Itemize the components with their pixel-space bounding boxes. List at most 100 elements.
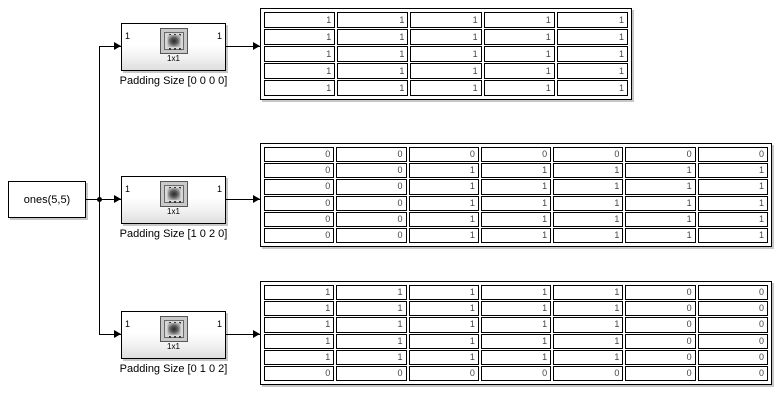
display-cell: 0: [336, 147, 407, 163]
pad-block-3-icon-holder: 1x1: [122, 316, 225, 351]
display-cell: 1: [483, 12, 555, 28]
display-cell: 0: [264, 147, 335, 163]
display-cell: 1: [483, 80, 555, 96]
pad-block-3-input-port-label: 1: [125, 319, 131, 329]
display-cell: 1: [553, 317, 624, 333]
display-cell: 1: [336, 285, 407, 301]
display-cell: 1: [480, 301, 552, 317]
display-cell: 0: [408, 147, 479, 163]
display-cell: 0: [697, 301, 768, 317]
display-cell: 1: [553, 227, 624, 244]
display-cell: 1: [480, 163, 552, 179]
display-cell: 1: [697, 227, 768, 244]
display-cell: 1: [480, 179, 552, 195]
display-cell: 1: [553, 301, 624, 317]
display-cell: 1: [410, 80, 482, 96]
display-cell: 0: [480, 147, 552, 163]
display-cell: 1: [480, 211, 552, 227]
display-cell: 1: [697, 195, 768, 211]
wire-source-to-junction: [86, 199, 100, 200]
display-cell: 1: [336, 333, 407, 349]
display-cell: 1: [553, 179, 624, 195]
display-cell: 0: [697, 285, 768, 301]
pad-block-3-output-port-label: 1: [216, 319, 222, 329]
display-cell: 0: [697, 333, 768, 349]
display-cell: 0: [336, 365, 407, 382]
display-cell: 0: [264, 227, 335, 244]
display-cell: 1: [410, 29, 482, 45]
display-cell: 0: [697, 349, 768, 365]
pad-block-2-group: 1 1 1x1 Padding Size [1 0 2 0]: [120, 176, 227, 240]
pad-block-3-icon-caption: 1x1: [167, 342, 180, 351]
display-cell: 1: [553, 195, 624, 211]
display-cell: 1: [625, 179, 696, 195]
display-cell: 1: [625, 163, 696, 179]
display-cell: 1: [556, 63, 629, 79]
display-cell: 1: [410, 46, 482, 62]
arrow-into-display-1: [253, 42, 260, 50]
display-cell: 1: [483, 46, 555, 62]
display-cell: 1: [336, 301, 407, 317]
display-cell: 1: [408, 301, 479, 317]
wire-to-pad-block-1: [99, 46, 121, 47]
display-cell: 0: [264, 179, 335, 195]
display-cell: 1: [337, 80, 409, 96]
display-cell: 1: [264, 333, 335, 349]
display-cell: 1: [408, 285, 479, 301]
arrow-into-display-3: [253, 330, 260, 338]
display-cell: 0: [480, 365, 552, 382]
display-cell: 1: [697, 179, 768, 195]
wire-pad2-to-display2: [226, 199, 260, 200]
display-cell: 0: [625, 317, 696, 333]
display-cell: 0: [625, 147, 696, 163]
display-cell: 1: [625, 211, 696, 227]
pad-block-3-caption: Padding Size [0 1 0 2]: [119, 363, 228, 375]
display-cell: 0: [697, 365, 768, 382]
display-cell: 0: [625, 333, 696, 349]
display-cell: 1: [264, 46, 336, 62]
display-cell: 1: [625, 195, 696, 211]
display-cell: 1: [408, 179, 479, 195]
display-cell: 1: [264, 349, 335, 365]
wire-pad3-to-display3: [226, 334, 260, 335]
pad-block-3[interactable]: 1 1 1x1: [121, 311, 226, 359]
constant-source-block[interactable]: ones(5,5): [8, 181, 86, 218]
display-cell: 1: [264, 301, 335, 317]
display-cell: 0: [625, 349, 696, 365]
display-cell: 1: [337, 63, 409, 79]
wire-vertical-trunk: [99, 46, 100, 334]
pad-block-2[interactable]: 1 1 1x1: [121, 176, 226, 224]
display-cell: 1: [480, 317, 552, 333]
display-cell: 0: [336, 227, 407, 244]
constant-source-label: ones(5,5): [23, 193, 71, 206]
pad-block-1[interactable]: 1 1 1x1: [121, 23, 226, 71]
display-cell: 1: [336, 317, 407, 333]
arrow-into-pad-block-3: [114, 330, 121, 338]
pad-block-1-output-port-label: 1: [216, 31, 222, 41]
display-cell: 1: [408, 227, 479, 244]
image-pad-icon: [159, 28, 188, 54]
display-cell: 1: [408, 349, 479, 365]
wire-pad1-to-display1: [226, 46, 260, 47]
display-cell: 1: [480, 333, 552, 349]
display-cell: 1: [553, 285, 624, 301]
pad-block-1-caption: Padding Size [0 0 0 0]: [119, 75, 228, 87]
display-cell: 1: [480, 227, 552, 244]
display-cell: 0: [264, 195, 335, 211]
display-cell: 0: [625, 301, 696, 317]
wire-to-pad-block-2: [99, 199, 121, 200]
display-cell: 0: [697, 147, 768, 163]
